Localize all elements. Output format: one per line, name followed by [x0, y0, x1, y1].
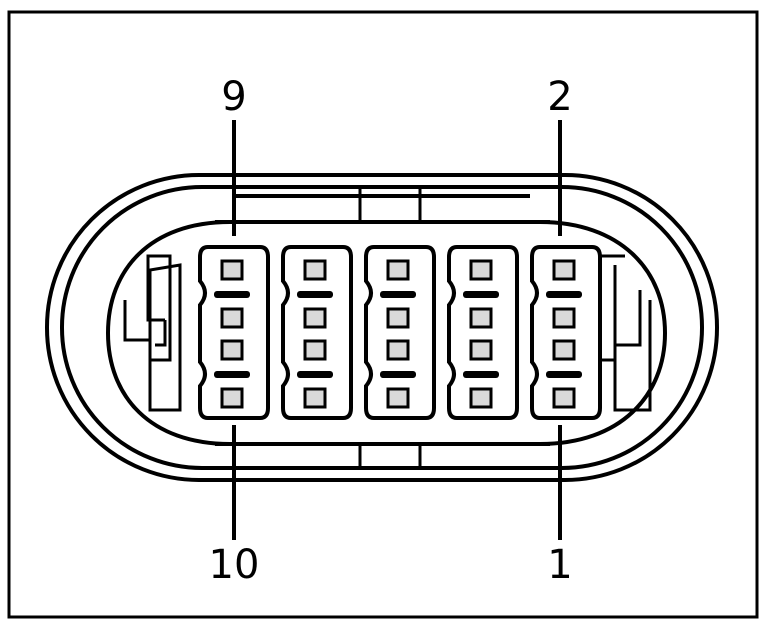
left-latch	[123, 254, 172, 362]
terminal-lock-bar	[463, 291, 499, 298]
cavity	[281, 245, 353, 420]
terminal	[386, 307, 410, 329]
connector-housing-face	[105, 220, 668, 446]
terminal	[386, 339, 410, 361]
terminal	[220, 339, 244, 361]
pin-label-2: 2	[547, 74, 572, 120]
cavity	[447, 245, 519, 420]
terminal	[303, 387, 327, 409]
terminal	[552, 307, 576, 329]
terminal	[303, 307, 327, 329]
terminal	[220, 259, 244, 281]
terminal	[386, 259, 410, 281]
pin-label-10: 10	[209, 542, 260, 588]
cavity-outline	[447, 245, 519, 420]
terminal-lock-bar	[546, 291, 582, 298]
terminal	[552, 259, 576, 281]
terminal	[220, 307, 244, 329]
terminal	[303, 259, 327, 281]
cavity-outline	[281, 245, 353, 420]
terminal-lock-bar	[297, 291, 333, 298]
cavity-outline	[530, 245, 602, 420]
diagram-frame	[7, 10, 759, 619]
cavity-outline	[364, 245, 436, 420]
terminal	[469, 259, 493, 281]
terminal	[220, 387, 244, 409]
terminal	[469, 387, 493, 409]
terminal	[303, 339, 327, 361]
cavity-outline	[198, 245, 270, 420]
terminal-lock-bar	[463, 371, 499, 378]
pin-label-9: 9	[221, 74, 246, 120]
terminal-lock-bar	[214, 371, 250, 378]
terminal-lock-bar	[297, 371, 333, 378]
terminal-lock-bar	[380, 371, 416, 378]
cavity	[530, 245, 602, 420]
terminal	[469, 339, 493, 361]
terminal	[386, 387, 410, 409]
cavity	[198, 245, 270, 420]
right-latch	[598, 254, 642, 362]
pin-label-1: 1	[547, 542, 572, 588]
terminal	[552, 387, 576, 409]
right-latch-body	[613, 265, 652, 412]
terminal-lock-bar	[546, 371, 582, 378]
top-key-notch	[358, 186, 422, 222]
terminal-lock-bar	[214, 291, 250, 298]
connector-outer-shell	[45, 173, 719, 482]
left-latch-body	[148, 263, 182, 412]
cavity	[364, 245, 436, 420]
cavity-row	[198, 245, 602, 420]
bottom-key-notch	[358, 444, 422, 468]
terminal	[469, 307, 493, 329]
terminal-lock-bar	[380, 291, 416, 298]
terminal	[552, 339, 576, 361]
